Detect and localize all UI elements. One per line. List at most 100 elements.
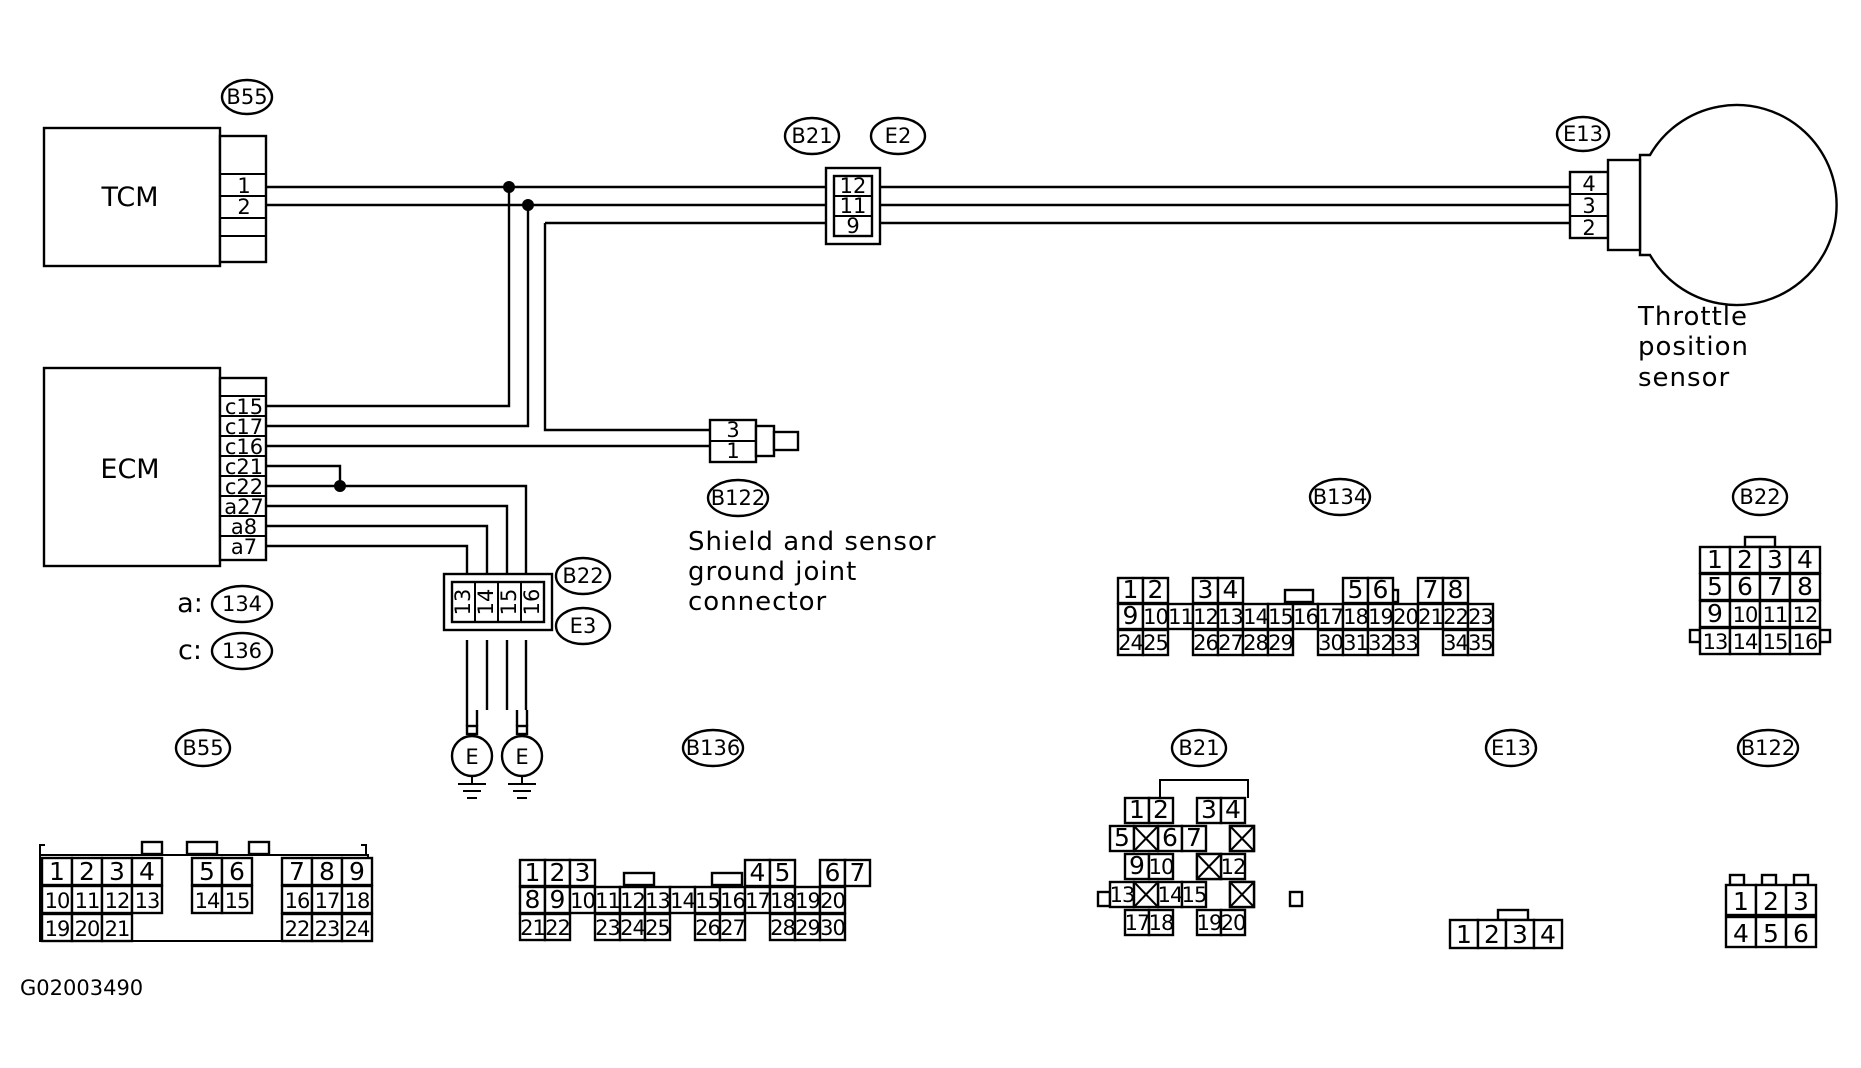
- cavity: [340, 856, 374, 887]
- cavity: [1441, 628, 1470, 657]
- svg-text:134: 134: [222, 592, 262, 616]
- cavity: [543, 885, 572, 915]
- pin-number: 1: [49, 857, 65, 886]
- pin-number: 1: [1129, 795, 1145, 824]
- svg-text:3: 3: [726, 418, 739, 442]
- pin-number: 4: [139, 857, 155, 886]
- cavity: [1788, 599, 1822, 629]
- cavity: [1147, 796, 1175, 825]
- ecm-pin-c16: c16: [225, 435, 263, 459]
- connector-b22-e3: 13 14 15 16: [442, 572, 554, 632]
- pin-number: 7: [1767, 572, 1783, 601]
- ecm-pin-c15: c15: [225, 395, 263, 419]
- svg-text:B22: B22: [1739, 485, 1780, 509]
- pin-number: 28: [1243, 631, 1268, 655]
- pin-number: 18: [770, 889, 795, 913]
- figure-id: G02003490: [20, 976, 143, 1000]
- connector-b122-joint: 3 1: [708, 418, 800, 464]
- connector-tag-b21-view: B21: [1170, 728, 1228, 768]
- svg-text:4: 4: [1582, 172, 1595, 196]
- pin-number: 5: [199, 857, 215, 886]
- pin-number: 14: [1243, 605, 1268, 629]
- ecm-pin-a8: a8: [231, 515, 257, 539]
- svg-text:16: 16: [520, 589, 544, 616]
- svg-text:B21: B21: [1178, 736, 1219, 760]
- ecm-module: ECM c15 c17 c16 c21 c22 a27 a8 a7: [42, 366, 268, 568]
- pin-number: 22: [545, 916, 570, 940]
- connector-tag-b22-view: B22: [1731, 477, 1789, 517]
- pin-number: 7: [289, 857, 305, 886]
- cavity: [1728, 599, 1762, 629]
- pin-number: 24: [1118, 631, 1143, 655]
- pin-number: 8: [525, 885, 541, 914]
- connector-b21-e2: 12 11 9: [824, 166, 882, 246]
- pin-number: 14: [670, 889, 695, 913]
- pin-number: 2: [1148, 575, 1164, 604]
- cavity: [1191, 628, 1220, 657]
- cavity: [1166, 602, 1195, 631]
- pin-number: 12: [1193, 605, 1218, 629]
- wiring: [266, 181, 1570, 710]
- pin-number: 33: [1393, 631, 1418, 655]
- pin-number: 5: [1348, 575, 1364, 604]
- cavity: [593, 912, 622, 942]
- pin-number: 12: [105, 889, 130, 913]
- pin-number: 12: [1221, 855, 1246, 879]
- connector-tag-e13-view: E13: [1484, 728, 1538, 768]
- ecm-pin-c17: c17: [225, 415, 263, 439]
- pin-number: 16: [1793, 630, 1818, 654]
- cavity: [1147, 908, 1175, 937]
- connector-tag-b136-view: B136: [681, 728, 745, 768]
- cavity: [1391, 628, 1420, 657]
- cavity: [743, 885, 772, 915]
- pin-number: 1: [1456, 920, 1472, 949]
- pin-number: 20: [820, 889, 845, 913]
- cavity: [1504, 918, 1536, 950]
- cavity: [1724, 883, 1758, 917]
- pin-number: 20: [1221, 911, 1246, 935]
- connector-tag-b134-view: B134: [1308, 477, 1372, 517]
- cavity: [1180, 824, 1208, 853]
- pin-number: 16: [720, 889, 745, 913]
- svg-text:E: E: [465, 745, 478, 769]
- connector-tag-b122-mid: B122: [706, 478, 770, 518]
- cavity: [1758, 572, 1792, 602]
- ground-symbol-2: E: [500, 710, 544, 799]
- pin-number: 10: [570, 889, 595, 913]
- pin-number: 17: [745, 889, 770, 913]
- svg-text:1: 1: [726, 439, 739, 463]
- cavity: [1108, 880, 1136, 909]
- pin-number: 15: [1182, 883, 1207, 907]
- pin-number: 9: [1129, 851, 1145, 880]
- cavity: [1266, 628, 1295, 657]
- svg-text:12: 12: [840, 174, 867, 198]
- pin-number: 6: [1793, 919, 1809, 948]
- cavity: [1784, 883, 1818, 917]
- svg-text:ground joint: ground joint: [688, 557, 857, 587]
- pin-number: 12: [1793, 603, 1818, 627]
- connector-tag-e2-top: E2: [869, 116, 927, 156]
- pin-number: 9: [349, 857, 365, 886]
- pin-number: 1: [1123, 575, 1139, 604]
- pin-number: 3: [575, 858, 591, 887]
- cavity: [718, 885, 747, 915]
- svg-text:2: 2: [1582, 216, 1595, 240]
- pin-number: 13: [1703, 630, 1728, 654]
- svg-text:E13: E13: [1563, 122, 1603, 146]
- pin-number: 5: [1763, 919, 1779, 948]
- pin-number: 15: [1268, 605, 1293, 629]
- svg-text:E2: E2: [885, 124, 912, 148]
- pin-number: 4: [750, 858, 766, 887]
- pin-number: 14: [195, 889, 220, 913]
- pin-number: 13: [1110, 883, 1135, 907]
- pin-number: 20: [75, 917, 100, 941]
- cavity: [1728, 572, 1762, 602]
- pin-number: 28: [770, 916, 795, 940]
- connector-tag-e13-top: E13: [1555, 115, 1611, 153]
- pin-number: 10: [1143, 605, 1168, 629]
- cavity: [718, 912, 747, 942]
- cavity: [593, 885, 622, 915]
- svg-text:B22: B22: [562, 564, 603, 588]
